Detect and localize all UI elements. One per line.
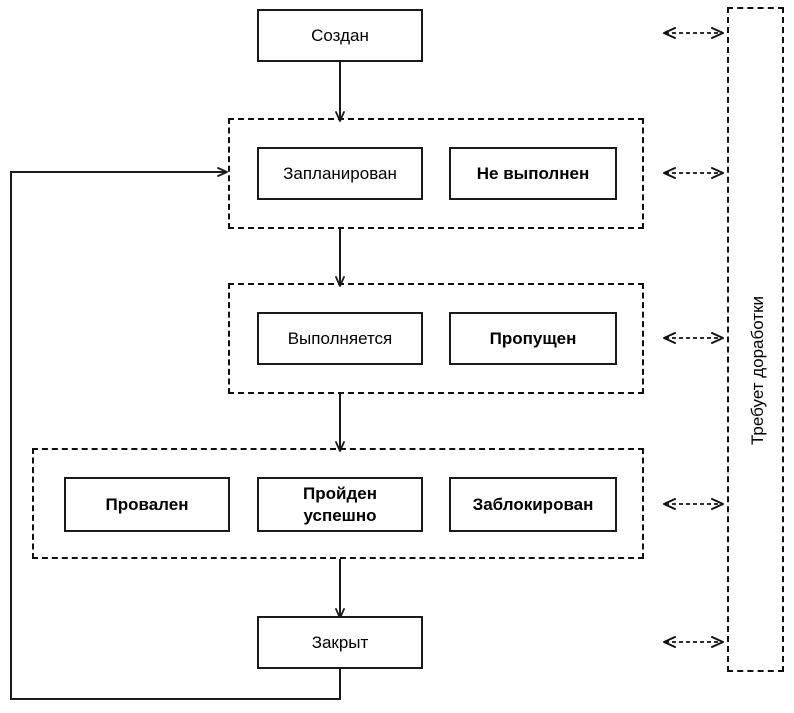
state-node-in-progress[interactable]: Выполняется xyxy=(257,312,423,365)
state-node-skipped[interactable]: Пропущен xyxy=(449,312,617,365)
state-label-closed: Закрыт xyxy=(311,632,369,652)
state-label-planned: Запланирован xyxy=(283,163,397,183)
rework-panel-label: Требует доработки xyxy=(748,295,767,445)
state-label-in-progress: Выполняется xyxy=(287,328,393,348)
rework-panel xyxy=(727,7,784,672)
state-label-created: Создан xyxy=(311,25,369,45)
state-node-blocked[interactable]: Заблокирован xyxy=(449,477,617,532)
state-label-passed: Пройден успешно xyxy=(303,484,377,525)
state-node-failed[interactable]: Провален xyxy=(64,477,230,532)
state-node-passed[interactable]: Пройден успешно xyxy=(257,477,423,532)
state-label-failed: Провален xyxy=(105,494,189,514)
state-node-closed[interactable]: Закрыт xyxy=(257,616,423,669)
state-label-skipped: Пропущен xyxy=(489,328,577,348)
state-node-not-done[interactable]: Не выполнен xyxy=(449,147,617,200)
state-node-created[interactable]: Создан xyxy=(257,9,423,62)
state-label-blocked: Заблокирован xyxy=(472,494,594,514)
state-node-planned[interactable]: Запланирован xyxy=(257,147,423,200)
state-label-not-done: Не выполнен xyxy=(476,163,590,183)
